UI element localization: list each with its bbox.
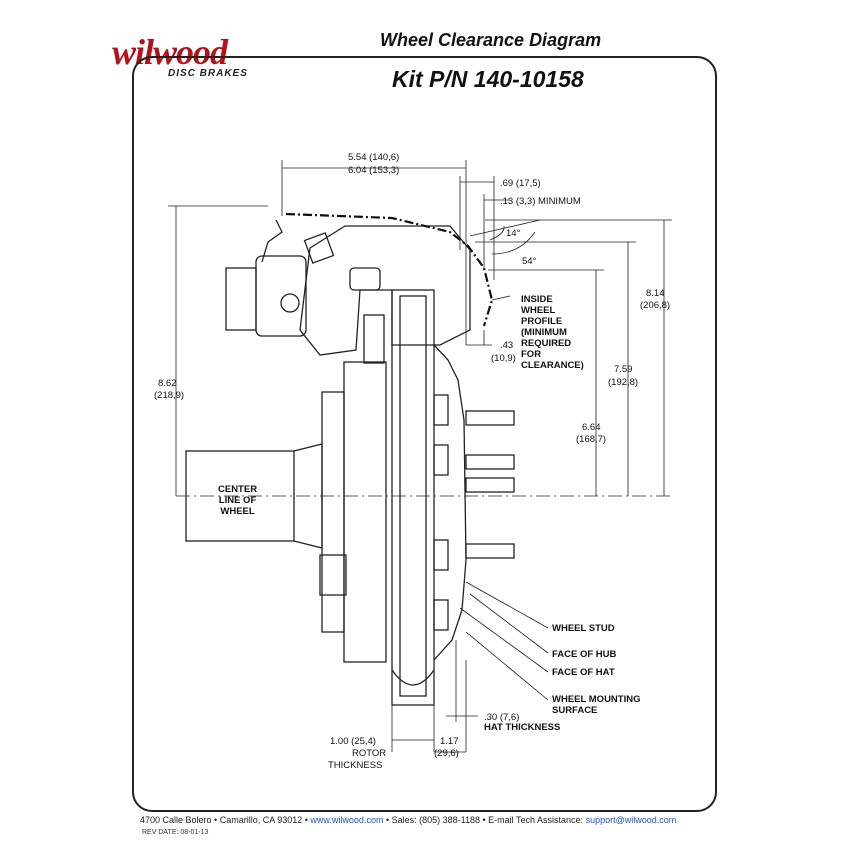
bleed-screw xyxy=(280,293,300,313)
diagram-title: Wheel Clearance Diagram xyxy=(380,30,602,50)
caliper-body xyxy=(299,225,471,356)
logo-subtitle: DISC BRAKES xyxy=(168,68,248,79)
dim-0.13: .13 (3,3) MINIMUM xyxy=(500,196,581,207)
inside-wheel-profile xyxy=(285,212,494,327)
dim-1.00: 1.00 (25,4) xyxy=(330,736,376,747)
drawing-frame xyxy=(132,56,717,812)
dim-1.17-mm: (29,6) xyxy=(434,748,459,759)
stud-2 xyxy=(465,454,515,470)
face-of-hat-label: FACE OF HAT xyxy=(552,667,615,678)
footer-website-link[interactable]: www.wilwood.com xyxy=(310,815,384,825)
angle-14: 14° xyxy=(506,228,521,239)
thickness-label: THICKNESS xyxy=(328,760,382,771)
fitting xyxy=(303,232,335,264)
hat-thickness-label: HAT THICKNESS xyxy=(484,722,561,733)
face-of-hub-label: FACE OF HUB xyxy=(552,649,617,660)
inside-wheel-profile-label: INSIDE WHEEL PROFILE (MINIMUM REQUIRED F… xyxy=(521,294,584,371)
footer-email-link[interactable]: support@wilwood.com xyxy=(585,815,677,825)
footer-sales: • Sales: (805) 388-1188 • E-mail Tech As… xyxy=(385,815,584,825)
wheel-mounting-surface-label: WHEEL MOUNTING SURFACE xyxy=(552,694,641,716)
caliper-bolt xyxy=(363,314,385,364)
dim-1.17: 1.17 xyxy=(440,736,459,747)
dim-7.59: 7.59 xyxy=(614,364,633,375)
wilwood-logo: wilwood DISC BRAKES xyxy=(112,34,262,84)
brake-line xyxy=(261,219,283,263)
dim-7.59-mm: (192,8) xyxy=(608,377,638,388)
hub-flange xyxy=(321,391,345,633)
dim-5.54: 5.54 (140,6) xyxy=(348,152,399,163)
dim-8.14: 8.14 xyxy=(646,288,665,299)
logo-wordmark: wilwood xyxy=(112,32,228,72)
stud-1 xyxy=(465,410,515,426)
footer-address: 4700 Calle Bolero • Camarillo, CA 93012 … xyxy=(140,815,308,825)
dim-0.43-mm: (10,9) xyxy=(491,353,516,364)
dim-0.30: .30 (7,6) xyxy=(484,712,519,723)
dim-6.64-mm: (168,7) xyxy=(576,434,606,445)
dim-0.69: .69 (17,5) xyxy=(500,178,541,189)
dim-6.04: 6.04 (153,3) xyxy=(348,165,399,176)
hub-bolt-boss xyxy=(319,554,347,596)
dim-0.43: .43 xyxy=(500,340,513,351)
kit-part-number: Kit P/N 140-10158 xyxy=(392,66,584,92)
center-line-label: CENTER LINE OF WHEEL xyxy=(218,484,258,517)
wheel-stud-label: WHEEL STUD xyxy=(552,623,615,634)
dim-8.62: 8.62 xyxy=(158,378,177,389)
dim-8.14-mm: (206,8) xyxy=(640,300,670,311)
angle-54: 54° xyxy=(522,256,537,267)
stud-3 xyxy=(465,477,515,493)
piston-cap xyxy=(349,267,381,291)
revision-date: REV DATE: 08-01-13 xyxy=(142,829,209,836)
dim-8.62-mm: (218,9) xyxy=(154,390,184,401)
footer-contact: 4700 Calle Bolero • Camarillo, CA 93012 … xyxy=(140,815,676,825)
stud-4 xyxy=(465,543,515,559)
dim-6.64: 6.64 xyxy=(582,422,601,433)
rotor-label: ROTOR xyxy=(352,748,386,759)
hub-plate xyxy=(343,361,387,663)
hat-profile xyxy=(433,344,467,661)
caliper-pad xyxy=(225,267,257,331)
rotor-outer xyxy=(391,289,435,706)
caliper-piston-housing xyxy=(255,255,307,337)
rotor-curve xyxy=(391,669,435,686)
